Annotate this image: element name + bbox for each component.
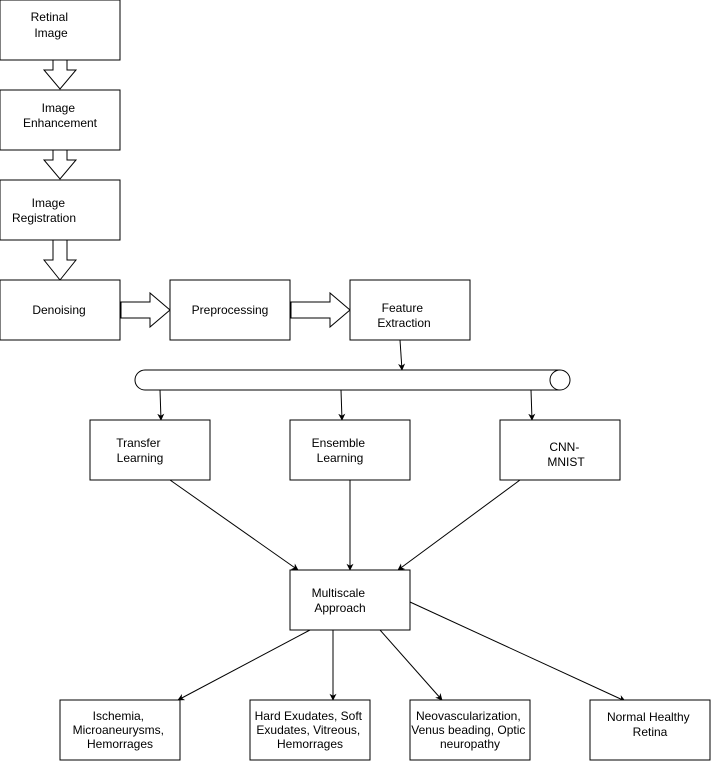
- feature-extraction-line-2: Extraction: [377, 316, 430, 330]
- node-denoising: Denoising: [0, 279, 121, 341]
- output-normal-line-2: Retina: [633, 725, 668, 739]
- ensemble-learning-line-2: Learning: [317, 451, 364, 465]
- edge-bus-to-transfer: [157, 389, 165, 421]
- node-image-enhancement: Image Enhancement: [0, 89, 121, 151]
- output-normal-line-1: Normal Healthy: [607, 710, 690, 724]
- svg-text:Transfer Learning: Transfer Learning: [116, 436, 164, 465]
- preprocessing-label: Preprocessing: [192, 303, 269, 317]
- svg-text:CNN- MNIST: CNN- MNIST: [547, 440, 585, 469]
- hollow-arrows: [42, 59, 351, 329]
- edge-bus-to-ensemble: [338, 389, 346, 421]
- output-neovascularization-line-1: Neovascularization,: [416, 709, 521, 723]
- node-multiscale-approach: Multiscale Approach: [289, 569, 411, 631]
- multiscale-approach-line-2: Approach: [314, 601, 365, 615]
- image-enhancement-line-2: Enhancement: [23, 116, 98, 130]
- transfer-learning-line-2: Learning: [117, 451, 164, 465]
- ensemble-learning-line-1: Ensemble: [312, 436, 366, 450]
- image-registration-line-2: Registration: [12, 211, 76, 225]
- arrow-retinal-to-enhancement: [42, 59, 78, 90]
- edge-multiscale-to-normal: [409, 601, 626, 702]
- image-enhancement-line-1: Image: [42, 101, 76, 115]
- node-output-normal: Normal Healthy Retina: [589, 699, 711, 761]
- edge-bus-to-cnn: [528, 389, 536, 421]
- cnn-mnist-line-2: MNIST: [547, 455, 585, 469]
- edge-multiscale-to-ischemia: [177, 629, 311, 701]
- output-exudates-line-1: Hard Exudates, Soft: [255, 709, 363, 723]
- edge-cnn-to-multiscale: [397, 479, 521, 571]
- denoising-label: Denoising: [32, 303, 85, 317]
- edge-multiscale-to-neovascularization: [379, 629, 443, 701]
- svg-text:Neovascularization, Venu: Neovascularization, Venus beading, Optic…: [411, 709, 528, 751]
- svg-text:Multiscale Approach: Multiscale Approach: [312, 586, 369, 615]
- output-neovascularization-line-3: neuropathy: [440, 737, 500, 751]
- node-retinal-image: Retinal Image: [0, 0, 121, 61]
- distribution-bus: [134, 369, 571, 391]
- svg-text:Feature Extraction: Feature Extraction: [377, 301, 430, 330]
- output-ischemia-line-2: Microaneurysms,: [73, 723, 164, 737]
- arrow-enhancement-to-registration: [42, 149, 78, 180]
- arrow-preprocessing-to-feature-extraction: [290, 291, 351, 329]
- retinal-image-line-1: Retinal: [31, 10, 68, 24]
- node-output-exudates: Hard Exudates, Soft Exudates, Vitreous, …: [249, 699, 371, 761]
- feature-extraction-line-1: Feature: [382, 301, 424, 315]
- edge-transfer-to-multiscale: [169, 479, 299, 571]
- node-feature-extraction: Feature Extraction: [349, 279, 471, 341]
- svg-text:Image Enhancement: Image Enhancement: [23, 101, 98, 130]
- edge-feature-to-bus: [398, 339, 406, 371]
- cnn-mnist-line-1: CNN-: [549, 440, 579, 454]
- output-neovascularization-line-2: Venus beading, Optic: [411, 723, 525, 737]
- output-ischemia-line-3: Hemorrages: [87, 737, 153, 751]
- arrow-registration-to-denoising: [42, 239, 78, 281]
- node-cnn-mnist: CNN- MNIST: [499, 419, 621, 481]
- svg-text:Hard Exudates, Soft Exud: Hard Exudates, Soft Exudates, Vitreous, …: [255, 709, 366, 751]
- svg-text:Ischemia, Microaneurysms: Ischemia, Microaneurysms, Hemorrages: [73, 709, 168, 751]
- svg-text:Ensemble Learning: Ensemble Learning: [312, 436, 369, 465]
- arrow-denoising-to-preprocessing: [120, 291, 171, 329]
- svg-text:Preprocessing: Preprocessing: [192, 303, 269, 317]
- node-transfer-learning: Transfer Learning: [89, 419, 211, 481]
- output-exudates-line-3: Hemorrages: [277, 737, 343, 751]
- svg-text:Retinal Image: Retinal Image: [31, 10, 72, 40]
- node-output-ischemia: Ischemia, Microaneurysms, Hemorrages: [59, 699, 181, 761]
- node-ensemble-learning: Ensemble Learning: [289, 419, 411, 481]
- image-registration-line-1: Image: [32, 196, 66, 210]
- node-image-registration: Image Registration: [0, 179, 121, 241]
- svg-text:Normal Healthy Retina: Normal Healthy Retina: [607, 710, 693, 739]
- transfer-learning-line-1: Transfer: [116, 436, 160, 450]
- edges: [157, 339, 626, 702]
- retinal-image-line-2: Image: [34, 26, 68, 40]
- bus-end-curl: [549, 369, 561, 391]
- multiscale-approach-line-1: Multiscale: [312, 586, 366, 600]
- node-output-neovascularization: Neovascularization, Venus beading, Optic…: [409, 699, 531, 761]
- output-exudates-line-2: Exudates, Vitreous,: [256, 723, 360, 737]
- svg-text:Denoising: Denoising: [32, 303, 85, 317]
- output-ischemia-line-1: Ischemia,: [93, 709, 144, 723]
- node-preprocessing: Preprocessing: [169, 279, 291, 341]
- svg-text:Image Registration: Image Registration: [12, 196, 76, 225]
